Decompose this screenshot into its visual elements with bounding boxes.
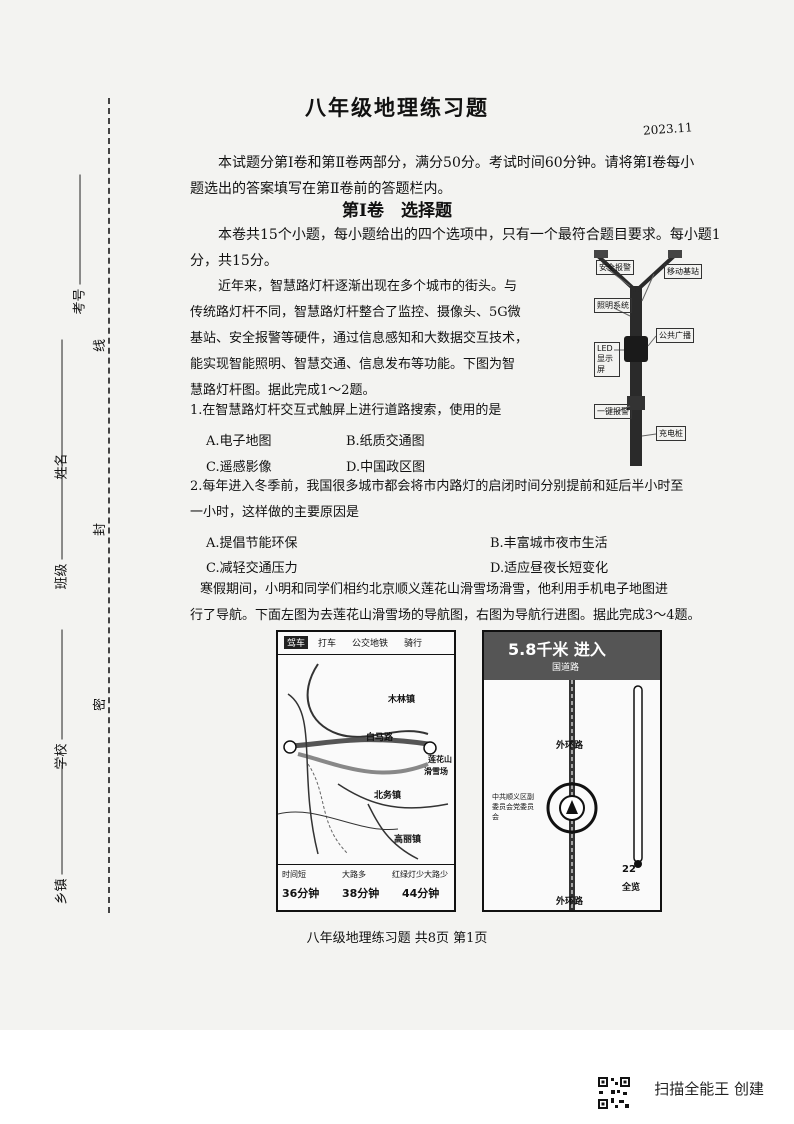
nav-road-mid: 外环路 (556, 741, 584, 751)
smart-pole-figure: 安全报警 移动基站 照明系统 LED显示屏 公共广播 一键报警 充电桩 (594, 246, 712, 470)
pole-tag-lighting: 照明系统 (594, 298, 632, 313)
pole-tag-basestation: 移动基站 (664, 264, 702, 279)
intro-line-1: 本试题分第Ⅰ卷和第Ⅱ卷两部分，满分50分。考试时间60分钟。请将第Ⅰ卷每小 (218, 155, 695, 171)
nav-overview-button[interactable]: 全览 (622, 883, 641, 893)
route-3-name[interactable]: 红绿灯少大路少 (392, 870, 448, 879)
passage-line-4: 能实现智能照明、智慧交通、信息发布等功能。下图为智 (190, 357, 516, 372)
q2-option-b: B.丰富城市夜市生活 (490, 536, 608, 551)
nav-side-number: 22 (622, 864, 636, 875)
binding-dashed-line (108, 98, 110, 913)
page-footer: 八年级地理练习题 共8页 第1页 (306, 931, 488, 946)
place-lianhuashan: 莲花山 (428, 755, 452, 764)
q1-option-b: B.纸质交通图 (346, 434, 425, 449)
seal-char-line: 线 (93, 338, 109, 353)
tab-transit[interactable]: 公交地铁 (352, 639, 389, 649)
place-gaoli: 高丽镇 (394, 835, 422, 845)
q2-option-a: A.提倡节能环保 (206, 536, 298, 551)
passage-line-1: 近年来，智慧路灯杆逐渐出现在多个城市的街头。与 (218, 279, 518, 294)
exam-sheet: 考号 姓名 班级 学校 乡镇 线 封 密 八年级地理练习题 2023.11 本试… (0, 0, 794, 1030)
scanner-watermark: 扫描全能王 创建 (654, 1080, 764, 1098)
nav-canvas (546, 680, 643, 910)
q2-stem-line-2: 一小时，这样做的主要原因是 (190, 505, 360, 520)
place-mulin: 木林镇 (388, 695, 416, 705)
q1-option-c: C.遥感影像 (206, 460, 272, 475)
route-options: 时间短 36分钟 大路多 38分钟 红绿灯少大路少 44分钟 (278, 864, 454, 910)
tab-drive[interactable]: 驾车 (284, 636, 309, 649)
seal-char-seal: 封 (93, 522, 109, 537)
route-1-time[interactable]: 36分钟 (282, 887, 320, 900)
intro-line-2: 题选出的答案填写在第Ⅱ卷前的答题栏内。 (190, 181, 452, 197)
passage-line-3: 基站、安全报警等硬件，通过信息感知和大数据交互技术， (190, 331, 529, 346)
q2-stem-line-1: 2.每年进入冬季前，我国很多城市都会将市内路灯的启闭时间分别提前和延后半小时至 (190, 479, 684, 494)
pole-tag-alarm: 安全报警 (596, 260, 634, 275)
nav-landmark: 中共顺义区副委员会党委员会 (492, 793, 534, 821)
instructions-line-2: 分，共15分。 (190, 253, 278, 269)
exam-date: 2023.11 (642, 120, 694, 138)
q1-stem: 1.在智慧路灯杆交互式触屏上进行道路搜索，使用的是 (190, 403, 502, 418)
class-field: 班级 (51, 449, 70, 590)
place-beiwu: 北务镇 (374, 791, 402, 801)
nav-road-bottom: 外环路 (556, 897, 584, 907)
route-2-name[interactable]: 大路多 (342, 870, 366, 879)
pole-tag-sos: 一键报警 (594, 404, 632, 419)
q1-option-a: A.电子地图 (206, 434, 272, 449)
q1-option-d: D.中国政区图 (346, 460, 426, 475)
route-1-name[interactable]: 时间短 (282, 870, 306, 879)
route-2-time[interactable]: 38分钟 (342, 887, 380, 900)
route-map: 驾车 打车 公交地铁 骑行 木林镇 白马路 莲花山 滑雪场 北务镇 高丽镇 时间… (276, 630, 456, 912)
seal-char-secret: 密 (93, 697, 109, 712)
navigation-progress-map: 5.8千米 进入 国道路 外环路 中共顺义区副委员会党委员会 外环路 22 全览 (482, 630, 662, 912)
pole-tag-charger: 充电桩 (656, 426, 686, 441)
place-baima-road: 白马路 (366, 733, 394, 743)
section-heading: 第Ⅰ卷 选择题 (342, 201, 452, 221)
route-map-canvas (278, 663, 449, 860)
passage2-line-2: 行了导航。下面左图为去莲花山滑雪场的导航图，右图为导航行进图。据此完成3～4题。 (190, 608, 701, 623)
nav-road-name: 国道路 (552, 663, 580, 673)
passage-line-2: 传统路灯杆不同，智慧路灯杆整合了监控、摄像头、5G微 (190, 305, 521, 320)
q2-option-d: D.适应昼夜长短变化 (490, 561, 609, 576)
passage2-line-1: 寒假期间，小明和同学们相约北京顺义莲花山滑雪场滑雪，他利用手机电子地图进 (200, 582, 669, 597)
pole-tag-broadcast: 公共广播 (656, 328, 694, 343)
school-field: 学校 (51, 629, 70, 770)
page-title: 八年级地理练习题 (305, 95, 489, 120)
q2-option-c: C.减轻交通压力 (206, 561, 298, 576)
tab-bike[interactable]: 骑行 (404, 639, 423, 649)
smart-pole-illustration (594, 250, 682, 466)
pole-tag-led: LED显示屏 (594, 342, 620, 377)
passage-line-5: 慧路灯杆图。据此完成1～2题。 (190, 383, 376, 398)
instructions-line-1: 本卷共15个小题，每小题给出的四个选项中，只有一个最符合题目要求。每小题1 (218, 227, 721, 243)
qr-code-icon (597, 1076, 631, 1110)
nav-distance: 5.8千米 进入 (508, 640, 606, 659)
town-field: 乡镇 (51, 764, 70, 905)
route-map-tabbar: 驾车 打车 公交地铁 骑行 (278, 632, 454, 655)
place-ski-resort: 滑雪场 (424, 767, 448, 776)
tab-taxi[interactable]: 打车 (318, 639, 337, 649)
nav-header: 5.8千米 进入 国道路 (484, 632, 660, 680)
route-3-time[interactable]: 44分钟 (402, 887, 440, 900)
